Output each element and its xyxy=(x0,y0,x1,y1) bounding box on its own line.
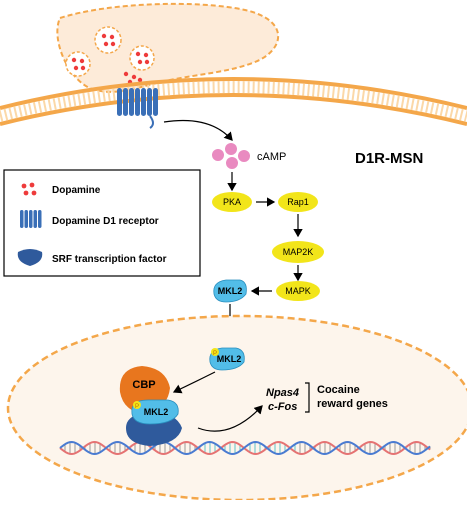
nucleus xyxy=(6,314,467,502)
legend-receptor-label: Dopamine D1 receptor xyxy=(52,216,159,227)
gene-cfos: c-Fos xyxy=(268,401,297,413)
camp-label: cAMP xyxy=(257,151,286,163)
transcription-complex: CBP MKL2 P xyxy=(119,366,182,446)
svg-text:P: P xyxy=(135,404,139,410)
camp-molecules xyxy=(212,143,250,169)
gene-npas4: Npas4 xyxy=(266,387,299,399)
svg-text:P: P xyxy=(213,351,217,357)
svg-text:Rap1: Rap1 xyxy=(287,197,309,207)
dna-strand xyxy=(59,440,431,456)
svg-text:PKA: PKA xyxy=(223,197,241,207)
reward-genes-label: reward genes xyxy=(317,398,388,410)
svg-text:MKL2: MKL2 xyxy=(144,407,169,417)
cell-membrane xyxy=(0,77,467,126)
svg-text:MAP2K: MAP2K xyxy=(283,247,314,257)
dna-helix xyxy=(59,440,431,456)
cbp-label: CBP xyxy=(132,379,155,391)
legend-receptor-icon xyxy=(20,210,42,228)
d1-receptor xyxy=(117,88,158,129)
legend: Dopamine Dopamine D1 receptor SRF transc… xyxy=(3,169,201,277)
svg-text:MKL2: MKL2 xyxy=(218,286,243,296)
arrow-mkl2-to-complex xyxy=(172,371,216,394)
legend-srf-label: SRF transcription factor xyxy=(52,254,167,265)
legend-dopamine-label: Dopamine xyxy=(52,185,101,196)
arrow-receptor-to-camp xyxy=(163,119,233,141)
gene-bracket xyxy=(305,382,310,413)
mapk-node: MAPK xyxy=(276,281,320,301)
dopamine-vesicles xyxy=(65,26,155,85)
mkl2-cytoplasm: MKL2 xyxy=(213,279,247,303)
cell-type-label: D1R-MSN xyxy=(355,150,423,167)
arrow-transcription xyxy=(197,405,263,432)
legend-dopamine-icon xyxy=(21,182,37,196)
svg-text:MAPK: MAPK xyxy=(285,286,311,296)
svg-text:MKL2: MKL2 xyxy=(217,354,242,364)
legend-srf-icon xyxy=(17,249,43,266)
map2k-node: MAP2K xyxy=(272,241,324,263)
mkl2-nucleus: MKL2 P xyxy=(209,347,245,371)
pka-node: PKA xyxy=(212,192,252,212)
dna-strand xyxy=(59,440,431,456)
cocaine-label: Cocaine xyxy=(317,384,360,396)
rap1-node: Rap1 xyxy=(278,192,318,212)
